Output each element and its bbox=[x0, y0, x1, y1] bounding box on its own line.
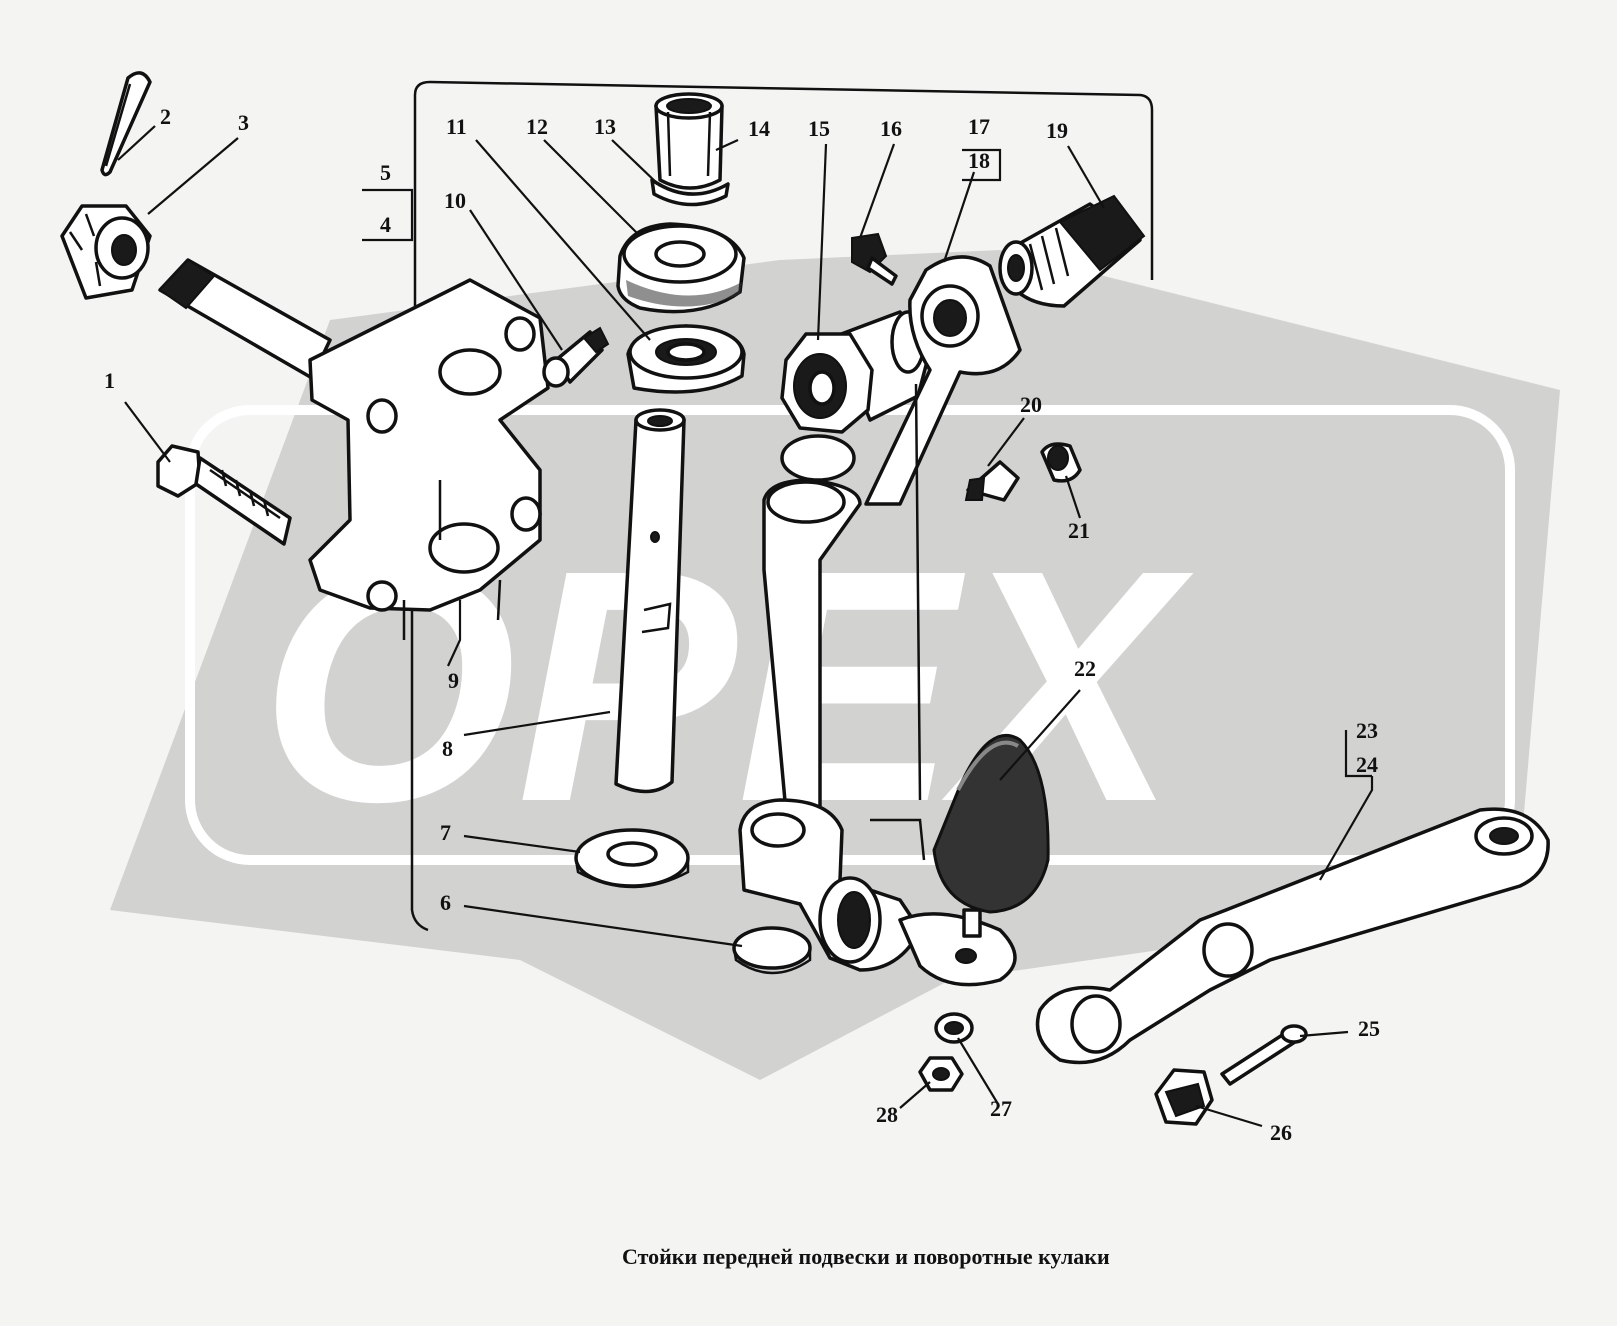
washer-7 bbox=[574, 828, 690, 889]
castle-nut-3 bbox=[60, 204, 152, 300]
callout-10: 10 bbox=[444, 188, 466, 213]
leader-lines bbox=[117, 125, 1374, 1128]
callout-1: 1 bbox=[104, 368, 115, 393]
callout-3: 3 bbox=[238, 110, 249, 135]
diagram-caption: Стойки передней подвески и поворотные ку… bbox=[622, 1244, 1110, 1269]
callout-21: 21 bbox=[1068, 518, 1090, 543]
callout-9: 9 bbox=[448, 668, 459, 693]
rubber-bump-stop-22 bbox=[932, 733, 1050, 938]
callout-16: 16 bbox=[880, 116, 902, 141]
tie-rod-arm-23-24 bbox=[1035, 807, 1550, 1065]
callout-2: 2 bbox=[160, 104, 171, 129]
washer-27 bbox=[934, 1012, 974, 1044]
callout-19: 19 bbox=[1046, 118, 1068, 143]
callout-28: 28 bbox=[876, 1102, 898, 1127]
lower-knuckle-body bbox=[738, 383, 1017, 987]
callout-15: 15 bbox=[808, 116, 830, 141]
callouts: 1 2 3 4 5 6 7 8 9 10 11 12 13 14 15 16 1… bbox=[104, 104, 1380, 1145]
callout-23: 23 bbox=[1356, 718, 1378, 743]
cap-21 bbox=[1040, 442, 1082, 483]
callout-7: 7 bbox=[440, 820, 451, 845]
callout-24: 24 bbox=[1356, 752, 1378, 777]
bolt-1 bbox=[156, 444, 292, 546]
callout-27: 27 bbox=[990, 1096, 1012, 1121]
bearing-12 bbox=[616, 222, 746, 314]
callout-5: 5 bbox=[380, 160, 391, 185]
nut-28 bbox=[918, 1056, 964, 1092]
bushing-14 bbox=[650, 92, 730, 207]
callout-12: 12 bbox=[526, 114, 548, 139]
threaded-bushing-19 bbox=[998, 194, 1146, 308]
seal-11 bbox=[626, 324, 746, 394]
callout-8: 8 bbox=[442, 736, 453, 761]
grease-nipple-20 bbox=[964, 460, 1020, 502]
callout-6: 6 bbox=[440, 890, 451, 915]
assembly-bracket bbox=[362, 80, 1154, 932]
nipple-16 bbox=[851, 232, 898, 286]
king-pin-8 bbox=[614, 408, 686, 794]
callout-18: 18 bbox=[968, 148, 990, 173]
cotter-pin-2 bbox=[100, 71, 152, 177]
callout-22: 22 bbox=[1074, 656, 1096, 681]
callout-11: 11 bbox=[446, 114, 467, 139]
castle-nut-26 bbox=[1154, 1068, 1214, 1126]
callout-17: 17 bbox=[968, 114, 990, 139]
callout-13: 13 bbox=[594, 114, 616, 139]
callout-4: 4 bbox=[380, 212, 391, 237]
cotter-pin-25 bbox=[1220, 1024, 1308, 1086]
callout-26: 26 bbox=[1270, 1120, 1292, 1145]
grease-nipple-10 bbox=[542, 326, 610, 388]
callout-14: 14 bbox=[748, 116, 770, 141]
plug-6 bbox=[732, 926, 812, 975]
steering-knuckle-4-5 bbox=[158, 258, 550, 640]
callout-25: 25 bbox=[1358, 1016, 1380, 1041]
callout-20: 20 bbox=[1020, 392, 1042, 417]
steering-arm-17-18 bbox=[864, 255, 1022, 506]
